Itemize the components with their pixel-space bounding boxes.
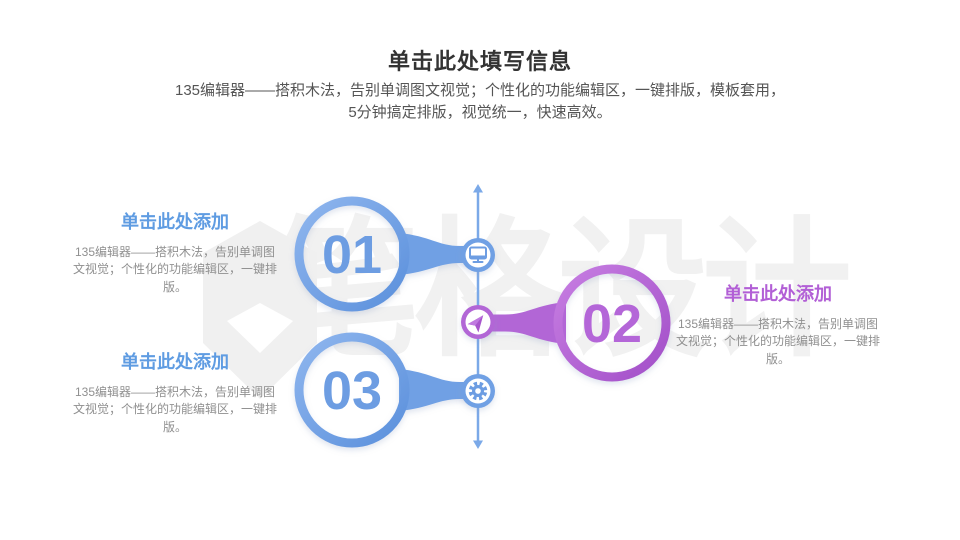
step3-node	[461, 374, 495, 408]
slide-subtitle[interactable]: 135编辑器——搭积木法，告别单调图文视觉；个性化的功能编辑区，一键排版，模板套…	[0, 80, 960, 124]
step2-connector	[484, 302, 566, 344]
step3-number[interactable]: 03	[322, 361, 382, 421]
step1-body[interactable]: 135编辑器——搭积木法，告别单调图文视觉；个性化的功能编辑区，一键排版。	[72, 245, 277, 294]
step3-heading[interactable]: 单击此处添加	[121, 352, 229, 372]
step1-text-block[interactable]: 单击此处添加 135编辑器——搭积木法，告别单调图文视觉；个性化的功能编辑区，一…	[70, 208, 280, 296]
step3-connector	[399, 369, 472, 411]
step2-text-block[interactable]: 单击此处添加 135编辑器——搭积木法，告别单调图文视觉；个性化的功能编辑区，一…	[673, 280, 883, 368]
step2-node	[461, 305, 495, 339]
step2-heading[interactable]: 单击此处添加	[724, 284, 832, 304]
subtitle-line-1: 135编辑器——搭积木法，告别单调图文视觉；个性化的功能编辑区，一键排版，模板套…	[174, 82, 786, 99]
step1-connector	[399, 233, 472, 275]
step2-circle[interactable]	[553, 264, 671, 382]
monitor-icon	[469, 246, 487, 263]
step2-body[interactable]: 135编辑器——搭积木法，告别单调图文视觉；个性化的功能编辑区，一键排版。	[675, 317, 880, 366]
step1-heading[interactable]: 单击此处添加	[121, 212, 229, 232]
slide-title[interactable]: 单击此处填写信息	[387, 49, 572, 74]
step1-number[interactable]: 01	[322, 225, 382, 285]
step3-body[interactable]: 135编辑器——搭积木法，告别单调图文视觉；个性化的功能编辑区，一键排版。	[72, 385, 277, 434]
arrow-down-icon	[473, 440, 483, 449]
navigation-icon	[467, 315, 484, 333]
subtitle-line-2: 5分钟搞定排版，视觉统一，快速高效。	[348, 104, 612, 121]
arrow-up-icon	[473, 184, 483, 193]
step3-text-block[interactable]: 单击此处添加 135编辑器——搭积木法，告别单调图文视觉；个性化的功能编辑区，一…	[70, 348, 280, 436]
step1-node	[461, 238, 495, 272]
step2-number[interactable]: 02	[582, 294, 642, 354]
